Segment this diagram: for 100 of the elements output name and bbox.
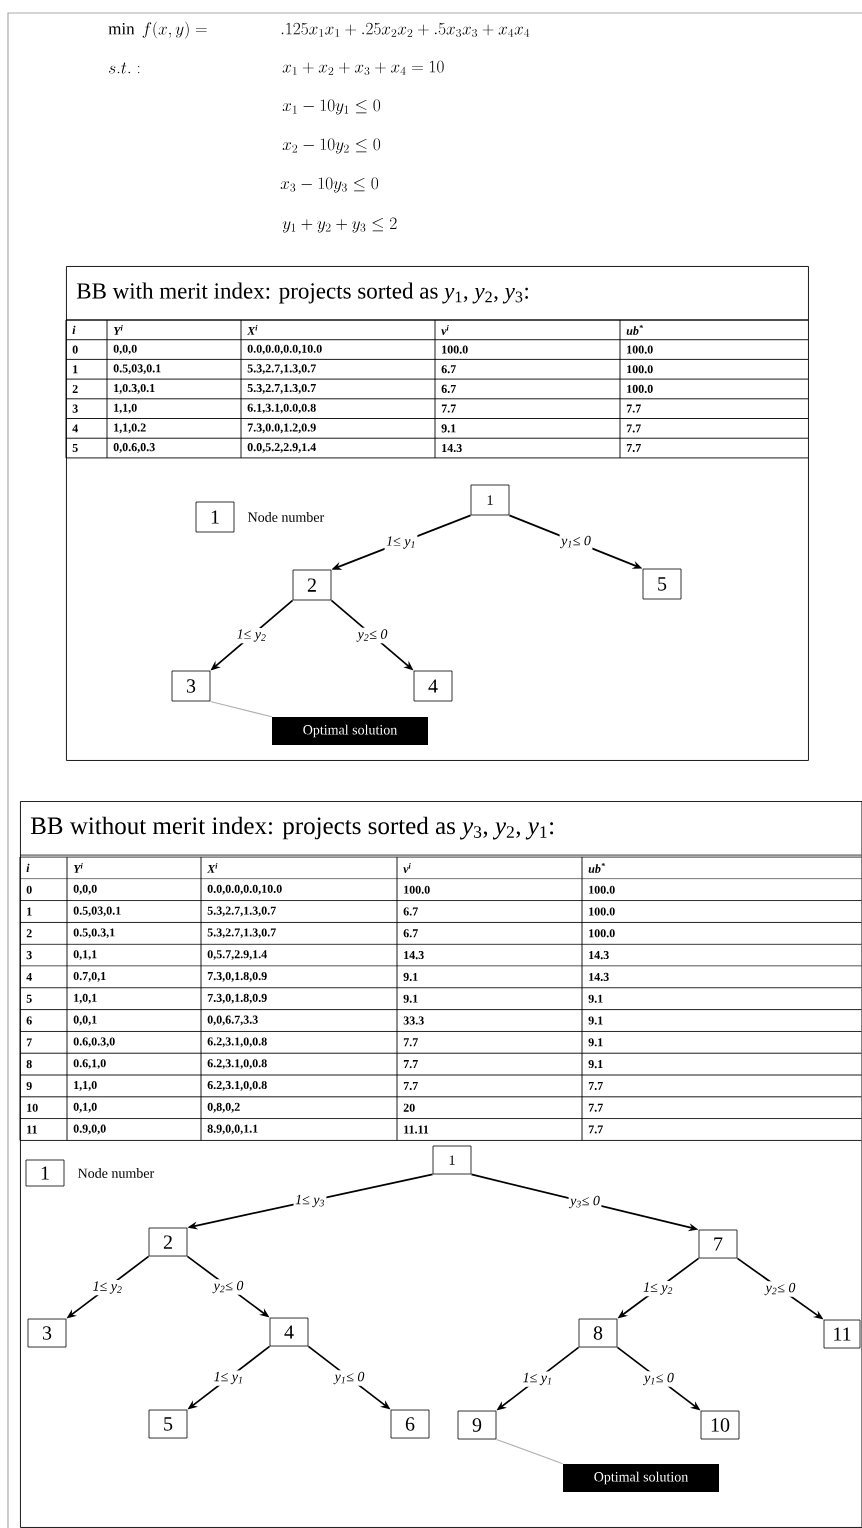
- table-cell: 4: [72, 424, 78, 433]
- table-cell: 7.7: [588, 1103, 603, 1112]
- edge-label: 1≤ y$_{2}$: [235, 627, 268, 644]
- table-cell: 0.5,0.3,1: [73, 928, 115, 939]
- table-cell: 100.0: [627, 365, 653, 374]
- table-cell: 14.3: [589, 951, 609, 960]
- edge-label: 1≤ y$_{3}$: [293, 1193, 327, 1209]
- table-cell: 0.0,5.2,2.9,1.4: [247, 443, 316, 453]
- table-cell: 5.3,2.7,1.3,0.7: [247, 384, 316, 394]
- table-cell: 0,8,0,2: [207, 1102, 240, 1113]
- table-cell: 33.3: [403, 1016, 424, 1025]
- table-cell: 9.1: [588, 1038, 603, 1047]
- table-cell: 1,1,0: [114, 403, 137, 414]
- edge-label: y$_{1}$≤ 0: [333, 1370, 366, 1386]
- edge-label: y$_{1}$≤ 0: [642, 1371, 676, 1387]
- table-cell: X$^{i}$: [246, 324, 258, 335]
- tree-node: 8: [578, 1318, 618, 1348]
- table-cell: ub$^{*}$: [626, 325, 643, 335]
- table-cell: 0,0,0: [113, 344, 137, 355]
- table-cell: 3: [72, 404, 78, 413]
- table-cell: 7.7: [588, 1081, 603, 1090]
- table-cell: 100.0: [442, 345, 468, 354]
- callout-box: Optimal solution: [272, 717, 428, 745]
- tree-node: 1: [470, 484, 510, 516]
- table-cell: 7.7: [403, 1060, 418, 1069]
- tree-node: 4: [413, 670, 453, 702]
- table-cell: 11: [27, 1125, 37, 1134]
- tree-node: 2: [148, 1227, 188, 1257]
- table-cell: 2: [72, 384, 78, 393]
- key-label: Node number: [78, 1168, 155, 1178]
- table-cell: 0.6,0.3,0: [73, 1037, 115, 1048]
- table-cell: i: [26, 863, 30, 873]
- table-cell: 100.0: [589, 885, 615, 894]
- table-cell: 7.3,0.0,1.2,0.9: [247, 423, 316, 434]
- table-cell: 0,0,6.7,3.3: [207, 1015, 258, 1026]
- formula: $.125x_1x_1+.25x_2x_2+.5x_3x_3+x_4x_4$: [281, 22, 530, 38]
- tree-node: 1: [432, 1145, 472, 1175]
- tree-node: 4: [269, 1317, 309, 1347]
- table-cell: 7.7: [403, 1081, 418, 1090]
- formula: $x_2-10y_2\le 0$: [282, 138, 381, 154]
- table-cell: 5: [26, 994, 32, 1003]
- table-cell: 0,0,1: [73, 1015, 97, 1026]
- table-cell: 0.9,0,0: [73, 1124, 106, 1135]
- edge-label: 1≤ y$_{1}$: [212, 1370, 245, 1386]
- table-cell: 7.7: [626, 404, 641, 413]
- tree-node: 3: [171, 670, 211, 702]
- table-cell: 100.0: [627, 384, 653, 393]
- table-cell: 7.3,0,1.8,0.9: [207, 993, 267, 1004]
- tree-node: 5: [642, 568, 682, 600]
- formula: $y_1+y_2+y_3\le 2$: [282, 217, 397, 233]
- table-cell: 7.7: [626, 444, 641, 452]
- table-cell: 5.3,2.7,1.3,0.7: [207, 906, 276, 917]
- table-cell: X$^{i}$: [206, 862, 218, 873]
- table-cell: 14.3: [442, 443, 462, 453]
- table-cell: 100.0: [589, 907, 615, 916]
- table-cell: 0,1,0: [73, 1102, 97, 1113]
- formula: $x_1+x_2+x_3+x_4=10$: [282, 60, 444, 76]
- table-cell: 20: [403, 1103, 415, 1112]
- table-cell: 4: [26, 972, 32, 981]
- key-box: 1: [25, 1159, 65, 1187]
- edge-label: y$_{1}$≤ 0: [559, 534, 593, 550]
- table-cell: 9.1: [403, 972, 418, 981]
- table-cell: 5.3,2.7,1.3,0.7: [207, 928, 276, 939]
- table-cell: 0,5.7,2.9,1.4: [207, 950, 267, 960]
- tree-node: 10: [700, 1410, 740, 1440]
- table-cell: 100.0: [589, 929, 615, 938]
- tree-node: 3: [27, 1318, 67, 1348]
- formula: $x_1-10y_1\le 0$: [282, 99, 381, 115]
- table-cell: 9.1: [588, 1060, 603, 1069]
- formula: $\min\ f(x,y) =$: [108, 21, 207, 39]
- tree-node: 2: [292, 569, 332, 601]
- table-cell: 0.5,03,0.1: [113, 364, 161, 375]
- table-cell: 1,0.3,0.1: [114, 384, 155, 394]
- tree-node: 7: [698, 1229, 738, 1259]
- table-cell: 6.1,3.1,0.0,0.8: [247, 403, 316, 414]
- table-cell: 0.5,03,0.1: [73, 906, 121, 917]
- table-cell: 7.7: [588, 1125, 603, 1134]
- table-cell: 9: [26, 1081, 32, 1090]
- table-cell: 5: [72, 444, 78, 452]
- table-cell: 6.7: [403, 907, 418, 916]
- table-cell: 0.7,0,1: [73, 972, 106, 982]
- callout-box: Optimal solution: [563, 1464, 719, 1492]
- tree-node: 9: [457, 1410, 497, 1440]
- table-cell: 9.1: [403, 994, 418, 1003]
- table-cell: 0,1,1: [73, 950, 97, 960]
- edge-label: y$_{2}$≤ 0: [764, 1281, 797, 1297]
- table-cell: 1,1,0: [74, 1081, 97, 1091]
- edge-label: y$_{2}$≤ 0: [212, 1279, 245, 1295]
- table-cell: 9.1: [588, 994, 603, 1003]
- table-cell: 0.0,0.0,0.0,10.0: [247, 344, 322, 355]
- table-cell: 9.1: [441, 424, 456, 433]
- table-cell: 1,1,0.2: [114, 423, 146, 434]
- table-cell: 11.11: [404, 1125, 429, 1134]
- key-box: 1: [195, 501, 235, 533]
- edge-label: y$_{2}$≤ 0: [356, 627, 389, 644]
- leader-line: [209, 700, 273, 718]
- table-cell: 10: [27, 1103, 38, 1112]
- table-cell: 6: [26, 1016, 32, 1025]
- table-cell: 0: [26, 885, 32, 894]
- table-cell: Y$^{i}$: [113, 324, 123, 335]
